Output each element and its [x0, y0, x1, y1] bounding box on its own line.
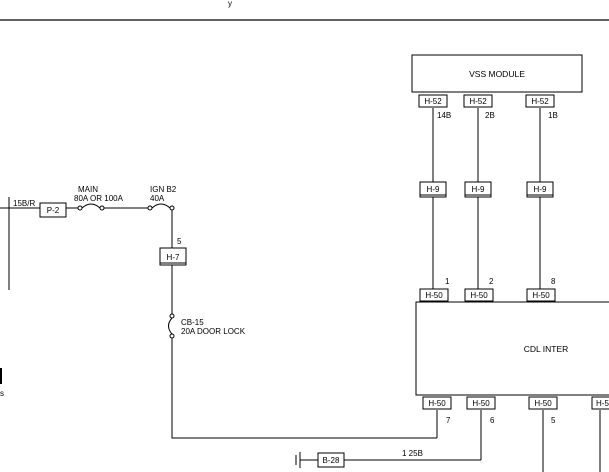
connector-b28: B-28	[317, 452, 345, 468]
wire-cb15-cdl-pin7	[171, 338, 437, 439]
connector-h7: H-7	[159, 247, 187, 266]
connector-p2: P-2	[39, 202, 67, 218]
pin-h7-5: 5	[177, 237, 182, 246]
cb15-name: CB-15	[181, 318, 204, 327]
connector-h50-g: H-5	[591, 396, 609, 410]
svg-text:H-9: H-9	[472, 185, 485, 194]
ign-fuse-terminal-right	[169, 205, 175, 211]
connector-h52-b: H-52	[463, 94, 493, 108]
connector-h50-a: H-50	[419, 288, 449, 302]
main-fuse-terminal-left	[77, 205, 83, 211]
svg-text:H-50: H-50	[428, 399, 446, 408]
vss-module-label: VSS MODULE	[469, 69, 525, 79]
svg-text:H-7: H-7	[167, 253, 180, 262]
cb15-terminal-top	[169, 313, 175, 319]
wire-label-125b: 1 25B	[402, 449, 423, 458]
main-fuse-rating: 80A OR 100A	[74, 194, 124, 203]
connector-h50-b: H-50	[464, 288, 494, 302]
top-text-fragment: y	[228, 0, 232, 8]
svg-text:H-52: H-52	[469, 97, 487, 106]
main-fuse-icon	[81, 203, 101, 209]
cdl-inter-box	[415, 301, 609, 396]
pin-5: 5	[551, 416, 556, 425]
main-fuse-terminal-right	[99, 205, 105, 211]
svg-text:H-50: H-50	[532, 291, 550, 300]
svg-text:H-52: H-52	[531, 97, 549, 106]
wire-label-15br: 15B/R	[13, 199, 35, 208]
connector-h50-c: H-50	[526, 288, 556, 302]
pin-8: 8	[551, 277, 556, 286]
svg-text:H-50: H-50	[534, 399, 552, 408]
pin-7: 7	[446, 416, 451, 425]
ign-fuse-rating: 40A	[150, 194, 165, 203]
connector-h50-d: H-50	[422, 396, 452, 410]
ign-fuse-name: IGN B2	[150, 185, 177, 194]
svg-text:H-52: H-52	[424, 97, 442, 106]
pin-1b: 1B	[548, 111, 558, 120]
vss-module-box	[411, 54, 583, 93]
connector-h9-b: H-9	[464, 181, 492, 198]
ign-fuse-terminal-left	[147, 205, 153, 211]
connector-h9-a: H-9	[419, 181, 447, 198]
svg-text:P-2: P-2	[47, 206, 60, 215]
ign-fuse-icon	[151, 203, 171, 209]
connector-h50-f: H-50	[528, 396, 558, 410]
pin-2b: 2B	[485, 111, 495, 120]
cb15-rating: 20A DOOR LOCK	[181, 327, 246, 336]
svg-text:B-28: B-28	[323, 456, 340, 465]
svg-text:H-50: H-50	[472, 399, 490, 408]
svg-text:H-5: H-5	[596, 399, 609, 408]
pin-6: 6	[490, 416, 495, 425]
pin-2: 2	[489, 277, 494, 286]
pin-1: 1	[445, 277, 450, 286]
ground-symbol	[295, 452, 301, 468]
svg-text:H-50: H-50	[470, 291, 488, 300]
connector-h52-c: H-52	[525, 94, 555, 108]
connector-h52-a: H-52	[418, 94, 448, 108]
svg-text:H-50: H-50	[425, 291, 443, 300]
cdl-inter-label: CDL INTER	[524, 344, 569, 354]
pin-14b: 14B	[437, 111, 451, 120]
svg-text:H-9: H-9	[534, 185, 547, 194]
svg-text:H-9: H-9	[427, 185, 440, 194]
left-text-fragment: s	[0, 389, 4, 398]
connector-h9-c: H-9	[526, 181, 554, 198]
main-fuse-name: MAIN	[78, 185, 98, 194]
cb15-breaker-icon	[168, 317, 173, 335]
cb15-terminal-bottom	[169, 333, 175, 339]
connector-h50-e: H-50	[466, 396, 496, 410]
